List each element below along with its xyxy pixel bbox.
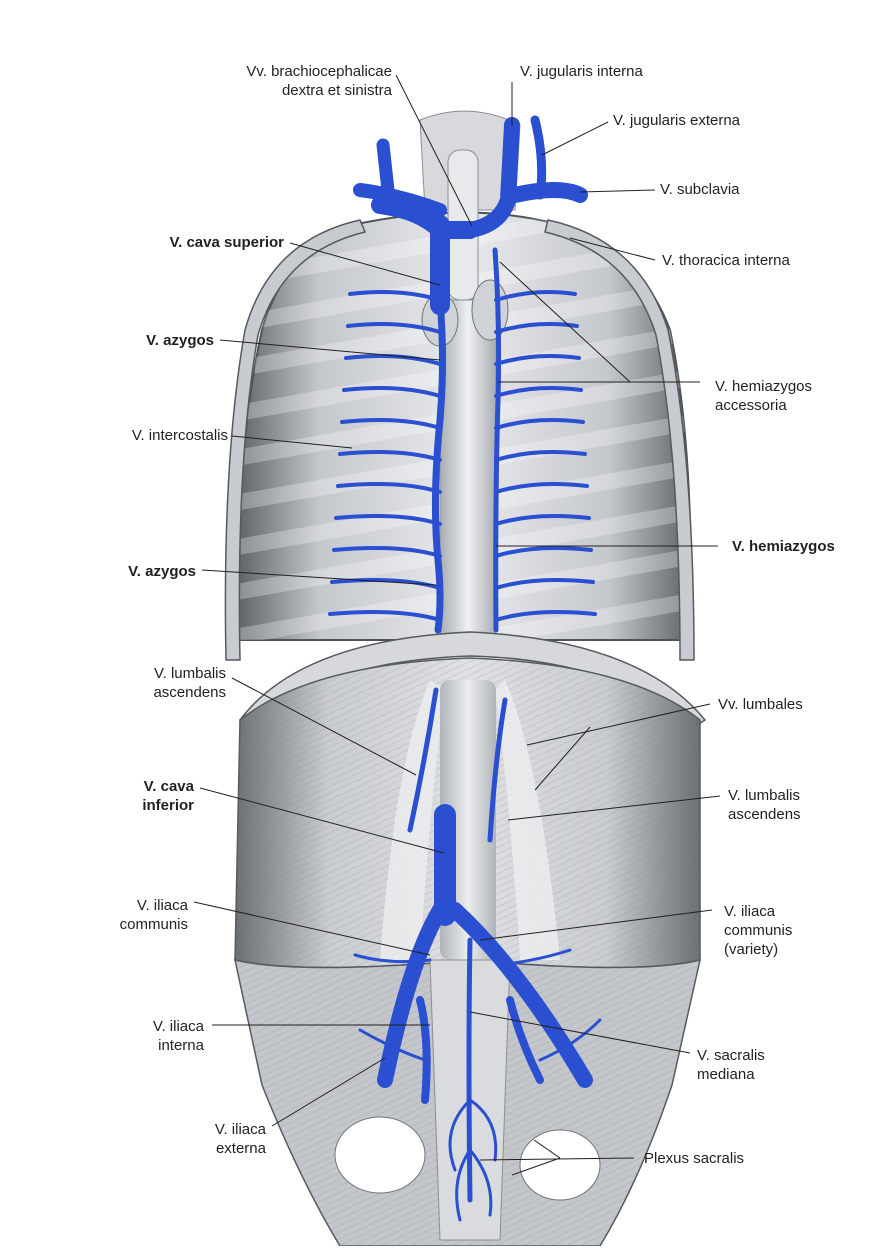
vena-lumbalis-ascendens-right bbox=[487, 697, 508, 843]
thorax bbox=[224, 211, 695, 661]
plexus-branch bbox=[468, 1098, 498, 1162]
leader-plexus-sacralis-3 bbox=[533, 1139, 561, 1159]
vena-subclavia-right bbox=[353, 183, 447, 217]
plexus-branch bbox=[538, 1018, 602, 1062]
label-iliaca-externa: V. iliaca externa bbox=[214, 1121, 266, 1157]
vena-iliaca-communis-left bbox=[377, 902, 448, 1088]
label-azygos-upper: V. azygos bbox=[146, 332, 214, 349]
vena-jugularis-right bbox=[376, 138, 395, 197]
intercostal-vein-left bbox=[346, 322, 442, 334]
label-plexus-sacralis: Plexus sacralis bbox=[644, 1150, 745, 1167]
label-hemiazygos-accessoria: V. hemiazygos accessoria bbox=[715, 378, 813, 414]
vena-iliaca-communis-right bbox=[447, 902, 593, 1088]
psoas-right bbox=[495, 680, 560, 960]
leader-intercostalis bbox=[231, 435, 353, 449]
label-hemiazygos: V. hemiazygos bbox=[732, 538, 835, 555]
plexus-branch bbox=[468, 1148, 493, 1217]
leader-subclavia bbox=[579, 189, 656, 193]
leader-jugularis-externa bbox=[541, 121, 609, 156]
label-iliaca-communis: V. iliaca communis bbox=[119, 897, 188, 933]
leader-cava-superior bbox=[289, 242, 441, 286]
label-jugularis-interna: V. jugularis interna bbox=[520, 63, 643, 80]
obturator-left bbox=[334, 1116, 426, 1194]
intercostal-vein-left bbox=[348, 290, 442, 302]
intercostal-vein-right bbox=[494, 610, 597, 622]
intercostal-vein-right bbox=[494, 578, 595, 590]
vena-sacralis-mediana bbox=[466, 937, 473, 1203]
label-jugularis-externa: V. jugularis externa bbox=[613, 112, 741, 129]
venous-system bbox=[328, 115, 602, 1222]
label-sacralis-mediana: V. sacralis mediana bbox=[697, 1047, 765, 1083]
label-subclavia: V. subclavia bbox=[660, 181, 740, 198]
leader-brachiocephalicae bbox=[395, 74, 473, 227]
label-brachiocephalicae: Vv. brachiocephalicae dextra et sinistra bbox=[246, 63, 392, 99]
label-azygos-lower: V. azygos bbox=[128, 563, 196, 580]
intercostal-veins bbox=[328, 290, 597, 622]
vena-azygos bbox=[431, 296, 446, 634]
vena-iliaca-interna-left bbox=[416, 996, 431, 1104]
intercostal-vein-right bbox=[494, 514, 591, 526]
leader-lumbales-2 bbox=[534, 726, 591, 791]
chest-wall-left bbox=[224, 219, 367, 661]
leader-hemiazygos-accessoria-2 bbox=[499, 261, 631, 383]
leader-lumbalis-ascendens-left bbox=[231, 677, 417, 776]
chest-wall-right bbox=[544, 219, 695, 661]
sacral-plexus-veins bbox=[353, 948, 602, 1222]
leader-lumbalis-ascendens-right bbox=[507, 795, 721, 821]
leader-azygos-lower bbox=[201, 569, 437, 586]
leader-cava-inferior bbox=[199, 787, 445, 854]
vena-hemiazygos bbox=[492, 247, 502, 633]
intercostal-vein-right bbox=[494, 482, 589, 494]
intercostal-vein-right bbox=[494, 546, 593, 558]
intercostal-vein-right bbox=[494, 450, 587, 462]
obturator-right bbox=[519, 1129, 601, 1201]
vena-lumbalis-ascendens-left bbox=[407, 687, 439, 833]
vena-iliaca-interna-right bbox=[506, 996, 544, 1084]
vena-subclavia-left bbox=[507, 182, 588, 203]
leader-iliaca-communis-variety bbox=[479, 909, 713, 941]
plexus-branch bbox=[358, 1028, 427, 1062]
intercostal-vein-right bbox=[494, 290, 577, 302]
label-intercostalis: V. intercostalis bbox=[131, 427, 228, 444]
plexus-branch bbox=[498, 948, 572, 967]
intercostal-vein-left bbox=[328, 610, 442, 622]
leader-iliaca-externa bbox=[271, 1057, 386, 1127]
intercostal-vein-right bbox=[494, 386, 583, 398]
label-cava-inferior: V. cava inferior bbox=[142, 778, 194, 814]
intercostal-vein-left bbox=[332, 546, 442, 558]
intercostal-vein-right bbox=[494, 418, 585, 430]
leader-azygos-upper bbox=[219, 339, 441, 361]
abdomen bbox=[234, 657, 701, 969]
intercostal-vein-left bbox=[340, 418, 442, 430]
intercostal-vein-left bbox=[334, 514, 442, 526]
leader-iliaca-communis bbox=[193, 901, 431, 956]
label-iliaca-interna: V. iliaca interna bbox=[152, 1018, 204, 1054]
leader-lines bbox=[193, 74, 721, 1176]
leader-thoracica-interna bbox=[569, 237, 656, 261]
plexus-branch bbox=[353, 953, 432, 964]
label-lumbales: Vv. lumbales bbox=[718, 696, 803, 713]
label-lumbalis-ascendens-left: V. lumbalis ascendens bbox=[153, 665, 226, 701]
label-thoracica-interna: V. thoracica interna bbox=[662, 252, 790, 269]
intercostal-vein-left bbox=[338, 450, 442, 462]
leader-sacralis-mediana bbox=[469, 1011, 691, 1054]
intercostal-vein-left bbox=[342, 386, 442, 398]
leader-lumbales-1 bbox=[526, 703, 711, 746]
leader-plexus-sacralis-2 bbox=[511, 1157, 561, 1176]
thoracic-spine bbox=[439, 299, 497, 641]
intercostal-vein-left bbox=[330, 578, 442, 590]
plexus-branch bbox=[448, 1098, 472, 1172]
label-cava-superior: V. cava superior bbox=[169, 234, 284, 251]
label-iliaca-communis-variety: V. iliaca communis (variety) bbox=[724, 903, 793, 958]
label-lumbalis-ascendens-right: V. lumbalis ascendens bbox=[728, 787, 801, 823]
intercostal-vein-right bbox=[494, 354, 581, 366]
intercostal-vein-left bbox=[336, 482, 442, 494]
plexus-branch bbox=[455, 1148, 472, 1222]
